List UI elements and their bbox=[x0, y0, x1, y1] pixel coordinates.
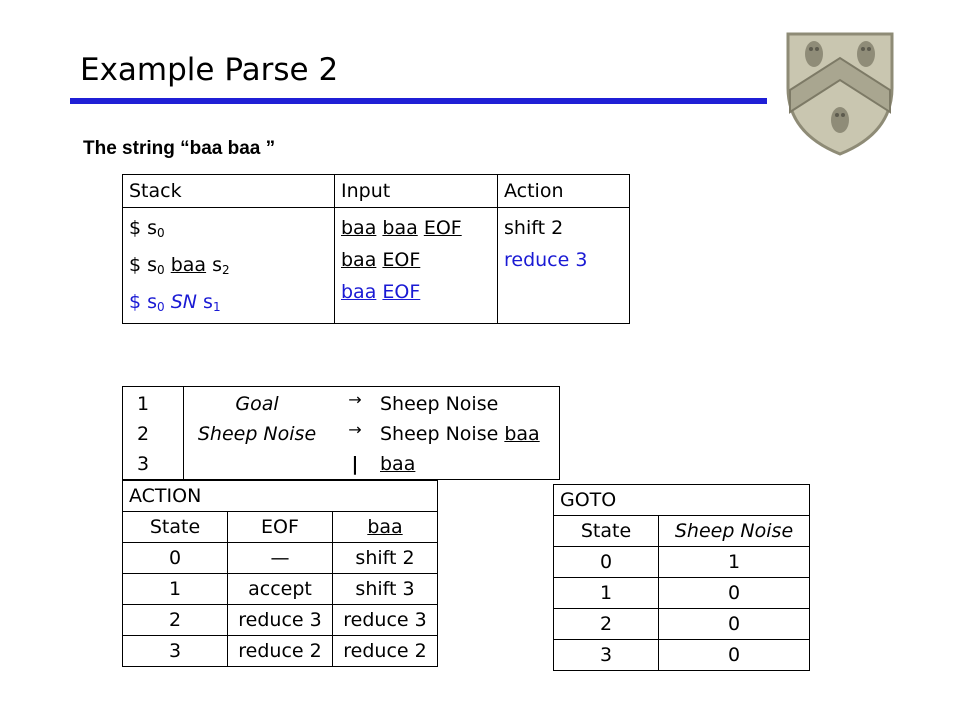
state-cell: 1 bbox=[553, 577, 659, 609]
rule-numbers: 1 2 3 bbox=[122, 386, 184, 480]
baa-cell: reduce 3 bbox=[332, 604, 438, 636]
state-cell: 0 bbox=[553, 546, 659, 578]
state-cell: 2 bbox=[122, 604, 228, 636]
column-header-stack: Stack bbox=[122, 174, 335, 208]
table-row: 3 reduce 2 reduce 2 bbox=[122, 635, 438, 667]
table-row: 0 1 bbox=[553, 546, 810, 578]
eof-cell: reduce 3 bbox=[227, 604, 333, 636]
production-lhs: Goal bbox=[235, 393, 279, 415]
goto-cell: 0 bbox=[658, 608, 810, 640]
rule-number: 1 bbox=[137, 393, 150, 415]
production-lhs: Sheep Noise bbox=[197, 423, 317, 445]
rule-number: 2 bbox=[137, 423, 150, 445]
action-row-1: shift 2 bbox=[504, 217, 564, 239]
grammar-table: 1 2 3 Goal → Sheep Noise Sheep Noise → S… bbox=[122, 386, 560, 480]
baa-cell: shift 2 bbox=[332, 542, 438, 574]
column-header-sheep-noise: Sheep Noise bbox=[658, 515, 810, 547]
state-cell: 1 bbox=[122, 573, 228, 605]
productions: Goal → Sheep Noise Sheep Noise → Sheep N… bbox=[183, 386, 560, 480]
production-rhs: Sheep Noise baa bbox=[380, 423, 540, 445]
goto-cell: 0 bbox=[658, 577, 810, 609]
eof-cell: — bbox=[227, 542, 333, 574]
title-underline bbox=[70, 98, 767, 104]
baa-cell: shift 3 bbox=[332, 573, 438, 605]
parse-trace-table: Stack Input Action $ s0 $ s0 baa s2 $ s0… bbox=[122, 174, 630, 324]
production-row: Sheep Noise → Sheep Noise baa bbox=[184, 419, 559, 449]
table-row: 3 0 bbox=[553, 639, 810, 671]
action-row-2: reduce 3 bbox=[504, 249, 588, 271]
rule-number: 3 bbox=[137, 453, 150, 475]
column-header-action: Action bbox=[497, 174, 630, 208]
state-cell: 3 bbox=[553, 639, 659, 671]
slide-title: Example Parse 2 bbox=[80, 52, 339, 88]
production-row: Goal → Sheep Noise bbox=[184, 389, 559, 419]
column-header-input: Input bbox=[334, 174, 498, 208]
arrow-icon: → bbox=[348, 390, 362, 409]
column-header-state: State bbox=[122, 511, 228, 543]
production-rhs: baa bbox=[380, 453, 416, 475]
baa-cell: reduce 2 bbox=[332, 635, 438, 667]
state-cell: 2 bbox=[553, 608, 659, 640]
action-table-title: ACTION bbox=[122, 480, 438, 512]
state-cell: 3 bbox=[122, 635, 228, 667]
goto-cell: 0 bbox=[658, 639, 810, 671]
input-column: baa baa EOF baa EOF baa EOF bbox=[334, 207, 498, 324]
column-header-state: State bbox=[553, 515, 659, 547]
table-row: 2 reduce 3 reduce 3 bbox=[122, 604, 438, 636]
input-row-2: baa EOF bbox=[341, 249, 421, 271]
input-row-1: baa baa EOF bbox=[341, 217, 462, 239]
alternative-bar: | bbox=[351, 453, 359, 475]
table-row: 0 — shift 2 bbox=[122, 542, 438, 574]
goto-table-title: GOTO bbox=[553, 484, 810, 516]
stack-row-3: $ s0 SN s1 bbox=[129, 291, 221, 314]
column-header-eof: EOF bbox=[227, 511, 333, 543]
eof-cell: reduce 2 bbox=[227, 635, 333, 667]
action-table: ACTION State EOF baa 0 — shift 2 1 accep… bbox=[122, 480, 438, 667]
arrow-icon: → bbox=[348, 420, 362, 439]
action-column: shift 2 reduce 3 bbox=[497, 207, 630, 324]
goto-cell: 1 bbox=[658, 546, 810, 578]
goto-table: GOTO State Sheep Noise 0 1 1 0 2 0 3 0 bbox=[553, 484, 810, 671]
stack-row-2: $ s0 baa s2 bbox=[129, 254, 230, 277]
column-header-baa: baa bbox=[332, 511, 438, 543]
university-crest-logo bbox=[786, 32, 894, 156]
slide-subtitle: The string “baa baa ” bbox=[83, 138, 276, 159]
eof-cell: accept bbox=[227, 573, 333, 605]
input-row-3: baa EOF bbox=[341, 281, 421, 303]
production-lhs bbox=[184, 449, 330, 479]
table-row: 1 accept shift 3 bbox=[122, 573, 438, 605]
state-cell: 0 bbox=[122, 542, 228, 574]
stack-row-1: $ s0 bbox=[129, 217, 165, 240]
table-row: 2 0 bbox=[553, 608, 810, 640]
production-row: | baa bbox=[184, 449, 559, 479]
production-rhs: Sheep Noise bbox=[380, 393, 499, 415]
stack-column: $ s0 $ s0 baa s2 $ s0 SN s1 bbox=[122, 207, 335, 324]
table-row: 1 0 bbox=[553, 577, 810, 609]
